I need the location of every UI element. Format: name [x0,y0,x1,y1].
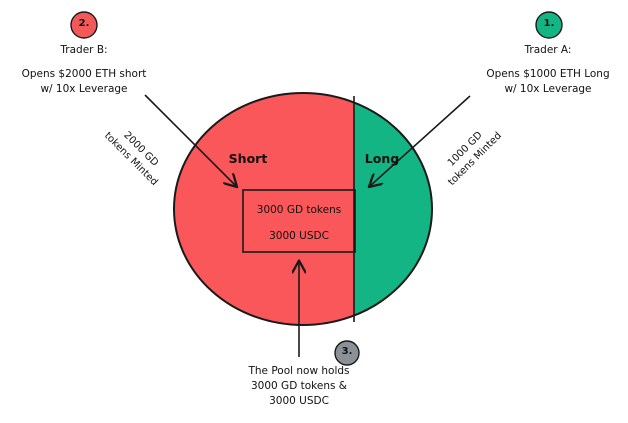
badge-trader-a-number: 1. [543,18,555,29]
trader-b-title: Trader B: [60,44,108,56]
arrow-trader-b [144,94,236,186]
short-label: Short [228,151,268,166]
long-label: Long [364,151,400,166]
pool-outline [173,92,433,326]
summary-line3: 3000 USDC [269,395,329,407]
trader-b-action-line1: Opens $2000 ETH short [21,68,147,80]
pool-usdc-text: 3000 USDC [269,230,329,242]
badge-trader-b-number: 2. [78,18,90,29]
badge-summary [334,340,360,366]
badge-summary-number: 3. [341,346,353,357]
badge-trader-a [535,11,563,39]
pool-tokens-text: 3000 GD tokens [256,204,342,216]
trader-a-title: Trader A: [524,44,572,56]
trader-a-action-line2: w/ 10x Leverage [504,83,592,95]
long-segment [354,93,432,325]
summary-line1: The Pool now holds [248,365,350,377]
summary-line2: 3000 GD tokens & [251,380,347,392]
pool-holdings-box [242,189,356,253]
trader-a-action-line1: Opens $1000 ETH Long [486,68,610,80]
badge-trader-b [70,11,98,39]
arrow-trader-a [370,95,471,186]
trader-b-action-line2: w/ 10x Leverage [40,83,128,95]
